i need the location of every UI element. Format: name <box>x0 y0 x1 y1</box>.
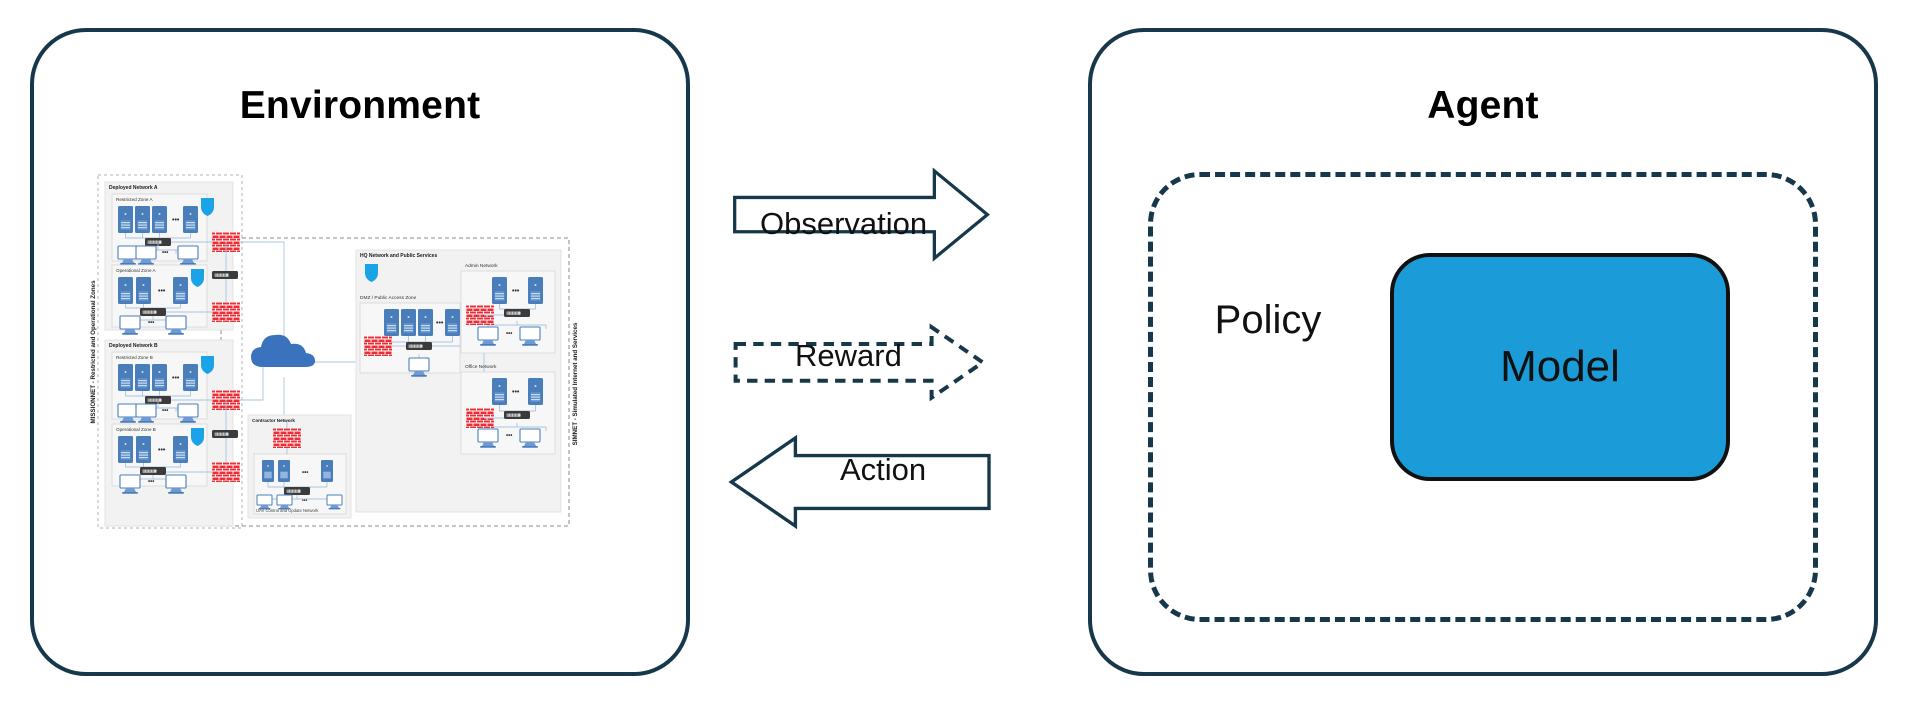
svg-text:•••: ••• <box>148 320 154 326</box>
svg-text:•••: ••• <box>162 408 168 414</box>
action-arrow <box>728 434 991 530</box>
svg-text:•••: ••• <box>172 375 180 382</box>
observation-label: Observation <box>760 206 928 241</box>
reward-label: Reward <box>795 338 902 373</box>
observation-arrow <box>733 167 990 262</box>
deployed-network-b: Deployed Network B Restricted Zone B •••… <box>104 339 240 527</box>
deployed-network-a: Deployed Network A Restricted Zone A •••… <box>104 181 240 336</box>
missionnet-boundary <box>97 174 243 529</box>
svg-text:UAV Control and Update Network: UAV Control and Update Network <box>256 508 319 513</box>
environment-title: Environment <box>239 84 481 127</box>
reward-arrow <box>733 323 987 402</box>
svg-text:•••: ••• <box>302 470 308 476</box>
backbone-links <box>240 241 370 422</box>
svg-text:•••: ••• <box>148 479 154 485</box>
svg-text:•••: ••• <box>436 320 444 327</box>
model-label: Model <box>1500 342 1620 391</box>
svg-text:Deployed Network B: Deployed Network B <box>109 343 158 349</box>
hq-network: HQ Network and Public Services DMZ / Pub… <box>355 249 562 513</box>
svg-text:•••: ••• <box>512 389 520 396</box>
svg-text:Operational Zone A: Operational Zone A <box>116 268 157 273</box>
svg-text:•••: ••• <box>506 433 512 439</box>
svg-text:Restricted Zone B: Restricted Zone B <box>116 355 153 360</box>
policy-container <box>1148 172 1818 622</box>
policy-label: Policy <box>1214 298 1322 342</box>
svg-text:•••: ••• <box>158 288 166 295</box>
svg-text:•••: ••• <box>506 331 512 337</box>
svg-text:Office Network: Office Network <box>465 364 497 370</box>
svg-text:•••: ••• <box>302 498 308 504</box>
svg-text:•••: ••• <box>158 447 166 454</box>
svg-text:Deployed Network A: Deployed Network A <box>109 185 158 191</box>
svg-text:HQ Network and Public Services: HQ Network and Public Services <box>360 253 437 259</box>
contractor-network: Contractor Network ••• ••• UAV Control a… <box>247 414 352 519</box>
svg-text:Admin Network: Admin Network <box>465 263 498 269</box>
model-box[interactable]: Model <box>1390 253 1730 481</box>
svg-text:Contractor Network: Contractor Network <box>252 418 295 423</box>
missionnet-label: MISSIONNET - Restricted and Operational … <box>90 280 97 424</box>
svg-text:DMZ / Public Access Zone: DMZ / Public Access Zone <box>360 295 417 301</box>
svg-text:•••: ••• <box>512 288 520 295</box>
agent-title: Agent <box>1427 84 1539 127</box>
cloud-icon <box>251 334 315 367</box>
svg-text:•••: ••• <box>162 250 168 256</box>
svg-text:•••: ••• <box>172 217 180 224</box>
svg-text:Operational Zone B: Operational Zone B <box>116 427 156 432</box>
svg-text:Restricted Zone A: Restricted Zone A <box>116 197 153 202</box>
action-label: Action <box>840 452 927 487</box>
simnet-label: SIMNET - Simulated Internet and Services <box>572 322 579 445</box>
network-topology-diagram: MISSIONNET - Restricted and Operational … <box>88 172 626 534</box>
